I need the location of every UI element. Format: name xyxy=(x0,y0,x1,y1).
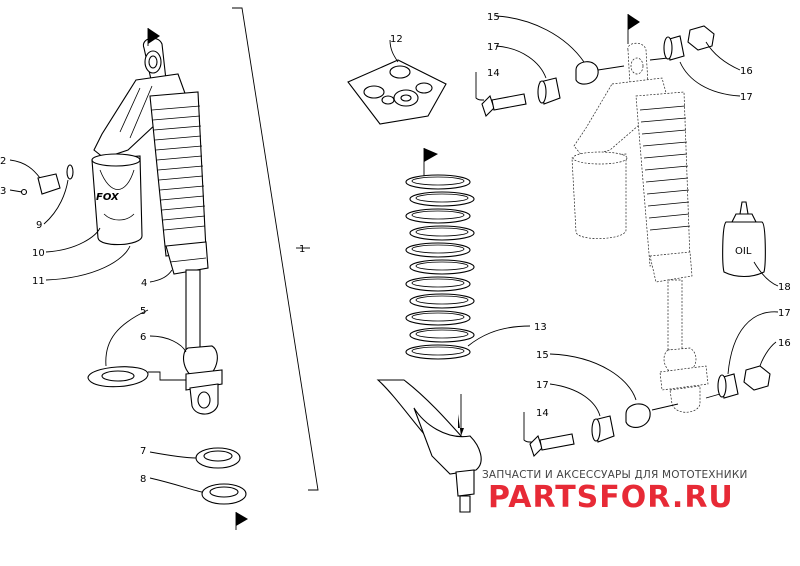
callout-16-bottom: 16 xyxy=(778,338,791,349)
callout-17-top-left: 17 xyxy=(487,42,500,53)
callout-13: 13 xyxy=(534,322,547,333)
shock-absorber-assembly: FOX xyxy=(20,28,248,530)
spring-coil-inner xyxy=(415,193,469,203)
callout-17-bottom-right: 17 xyxy=(778,308,791,319)
direction-arrow xyxy=(458,414,464,436)
callout-11: 11 xyxy=(32,276,45,287)
reservoir-cap xyxy=(37,173,61,195)
callout-4: 4 xyxy=(141,278,147,289)
callout-17-bottom-left: 17 xyxy=(536,380,549,391)
callout-numbers: 2 3 9 10 11 4 5 6 7 8 1 12 13 15 17 14 1… xyxy=(0,12,791,485)
gas-reservoir: FOX xyxy=(91,153,143,246)
spring-coil xyxy=(409,293,475,309)
lower-bushing xyxy=(625,403,651,428)
brand-mark: FOX xyxy=(96,192,120,203)
lock-ring xyxy=(201,483,247,505)
callout-8: 8 xyxy=(140,474,146,485)
direction-arrow xyxy=(236,512,248,526)
a-arm-fragment xyxy=(376,379,482,513)
upper-bushing xyxy=(575,61,599,85)
oil-label: OIL xyxy=(735,246,752,257)
direction-arrow xyxy=(148,28,160,44)
lower-nut xyxy=(743,365,771,391)
spring-coil-inner xyxy=(415,295,469,305)
lower-bolt-head xyxy=(529,434,543,458)
callout-7: 7 xyxy=(140,446,146,457)
direction-arrow xyxy=(424,148,438,162)
callout-6: 6 xyxy=(140,332,146,343)
callout-5: 5 xyxy=(140,306,146,317)
valve-screw xyxy=(20,188,28,196)
coil-spring xyxy=(405,174,475,360)
callout-18: 18 xyxy=(778,282,791,293)
spring-retainer xyxy=(87,366,149,388)
assembly-bracket xyxy=(232,7,319,491)
adjuster-ring xyxy=(195,447,241,469)
spring-coil xyxy=(405,276,471,292)
callout-2: 2 xyxy=(0,156,6,167)
spring-coil xyxy=(405,310,471,326)
callout-14-bottom: 14 xyxy=(536,408,549,419)
spring-coil-inner xyxy=(411,176,465,186)
reservoir-o-ring xyxy=(66,164,74,180)
callout-14-top: 14 xyxy=(487,68,500,79)
spring-coil xyxy=(409,225,475,241)
spring-coil xyxy=(405,344,471,360)
spring-coil-inner xyxy=(411,346,465,356)
spring-coil-inner xyxy=(411,244,465,254)
spring-coil-inner xyxy=(411,278,465,288)
damper-shaft xyxy=(185,269,201,351)
callout-17-top-right: 17 xyxy=(740,92,753,103)
callout-12: 12 xyxy=(390,34,403,45)
watermark-logo: PARTSFOR.RU xyxy=(488,480,734,515)
spring-coil-inner xyxy=(415,261,469,271)
watermark-caption: ЗАПЧАСТИ И АКСЕССУАРЫ ДЛЯ МОТОТЕХНИКИ xyxy=(482,469,748,481)
spring-coil-inner xyxy=(415,227,469,237)
lower-bolt-shank xyxy=(539,433,575,451)
upper-nut xyxy=(687,25,715,51)
callout-15-top: 15 xyxy=(487,12,500,23)
spring-coil xyxy=(405,208,471,224)
lower-mount-hardware xyxy=(529,365,771,458)
direction-arrow xyxy=(628,14,640,30)
spring-coil xyxy=(405,242,471,258)
spring-coil-inner xyxy=(411,312,465,322)
upper-bolt-shank xyxy=(491,93,527,111)
callout-1: 1 xyxy=(299,244,305,255)
oil-bottle: OIL xyxy=(722,201,766,278)
callout-15-bottom: 15 xyxy=(536,350,549,361)
spring-coil xyxy=(405,174,471,190)
spring-coil xyxy=(409,259,475,275)
body-ribs xyxy=(151,105,206,231)
callout-16-top: 16 xyxy=(740,66,753,77)
callout-10: 10 xyxy=(32,248,45,259)
spring-coil xyxy=(409,327,475,343)
spring-coil-inner xyxy=(411,210,465,220)
upper-mount-hardware xyxy=(481,25,715,118)
spring-coil xyxy=(409,191,475,207)
seal-kit xyxy=(347,59,447,125)
callout-9: 9 xyxy=(36,220,42,231)
callout-3: 3 xyxy=(0,186,6,197)
spring-coil-inner xyxy=(415,329,469,339)
upper-bolt-head xyxy=(481,94,495,118)
leader-lines xyxy=(9,15,779,493)
installed-shock-reference xyxy=(571,14,709,413)
